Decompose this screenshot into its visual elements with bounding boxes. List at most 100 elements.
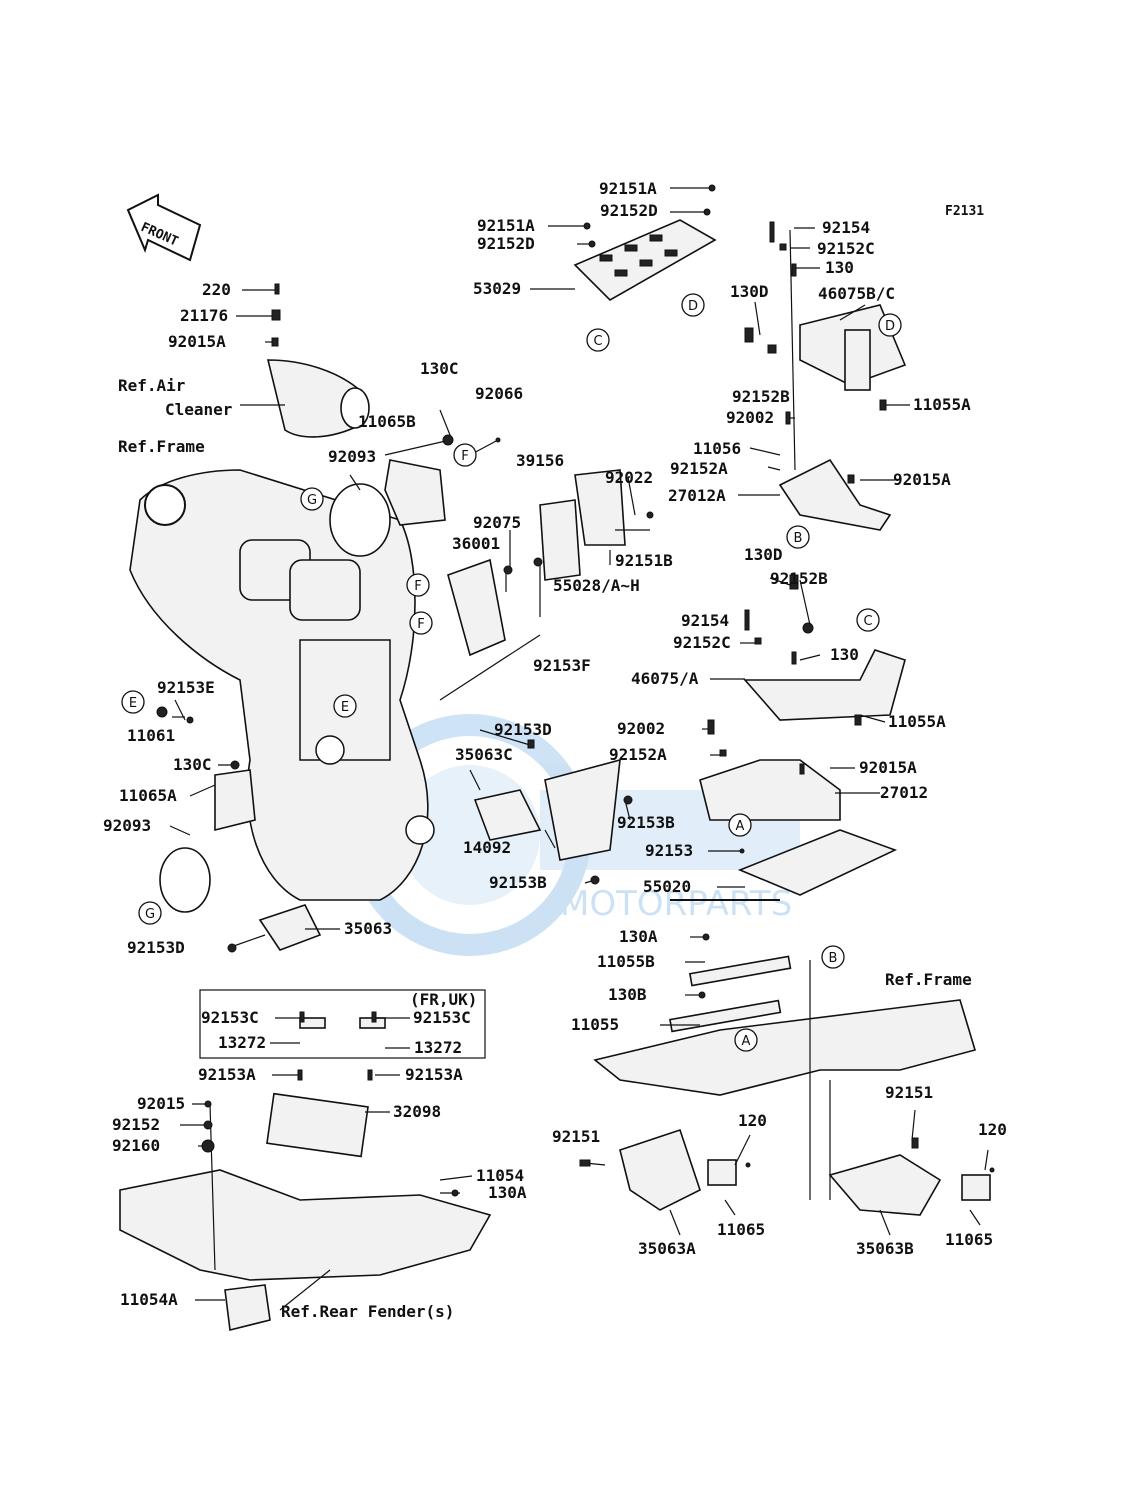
part-label: 92002 (617, 719, 665, 738)
part-label: 92152D (600, 201, 658, 220)
part-label: 120 (978, 1120, 1007, 1139)
fasteners (156, 184, 995, 1197)
part-label: 92152A (670, 459, 728, 478)
part-label: 92151A (477, 216, 535, 235)
part-label: 92075 (473, 513, 521, 532)
front-arrow-icon: FRONT (126, 193, 202, 262)
part-label: 92160 (112, 1136, 160, 1155)
part-label: 120 (738, 1111, 767, 1130)
part-label: 92093 (103, 816, 151, 835)
callout-a: A (734, 1028, 758, 1052)
callout-b: B (821, 945, 845, 969)
svg-text:C: C (593, 334, 602, 349)
part-label: 92151 (885, 1083, 933, 1102)
part-label: 92015A (168, 332, 226, 351)
svg-text:G: G (145, 907, 155, 922)
part-label: 92152 (112, 1115, 160, 1134)
svg-text:A: A (742, 1034, 751, 1049)
callout-a: A (728, 813, 752, 837)
part-label: 130B (608, 985, 647, 1004)
part-label: 92153 (645, 841, 693, 860)
part-label: 92152B (770, 569, 828, 588)
part-label: 92152B (732, 387, 790, 406)
svg-text:A: A (736, 819, 745, 834)
part-label: 130 (830, 645, 859, 664)
part-label: 39156 (516, 451, 564, 470)
part-label: 92153C (413, 1008, 471, 1027)
part-label: 11065 (945, 1230, 993, 1249)
svg-text:D: D (885, 319, 895, 334)
part-label: 92093 (328, 447, 376, 466)
callout-f: F (453, 443, 477, 467)
callout-e: E (121, 690, 145, 714)
part-label: 27012A (668, 486, 726, 505)
callout-g: G (300, 487, 324, 511)
ref-rear-fender: Ref.Rear Fender(s) (281, 1302, 454, 1321)
part-label: 11065B (358, 412, 416, 431)
part-label: 46075/A (631, 669, 699, 688)
part-label: 27012 (880, 783, 928, 802)
callout-f: F (409, 611, 433, 635)
part-label: 130A (619, 927, 658, 946)
part-label: 92151B (615, 551, 673, 570)
callouts: A A B B C C D D E E F F F G G (121, 293, 902, 1052)
part-label: 92153B (489, 873, 547, 892)
region-note: (FR,UK) (410, 990, 477, 1009)
part-label: 13272 (218, 1033, 266, 1052)
ref-air: Ref.Air (118, 376, 185, 395)
part-label: 130 (825, 258, 854, 277)
part-label: 92153D (494, 720, 552, 739)
region-note-box (199, 989, 486, 1059)
svg-text:B: B (829, 951, 838, 966)
part-label: 11065A (119, 786, 177, 805)
svg-text:C: C (863, 614, 872, 629)
callout-b: B (786, 525, 810, 549)
part-label: 92153C (201, 1008, 259, 1027)
part-labels: 92151A 92152D 92151A 92152D 53029 92154 … (103, 179, 1007, 1309)
part-label: 92152C (673, 633, 731, 652)
callout-d: D (878, 313, 902, 337)
part-label: 130C (420, 359, 459, 378)
part-label: 11055B (597, 952, 655, 971)
part-label: 92153A (405, 1065, 463, 1084)
part-label: 11054A (120, 1290, 178, 1309)
part-label: 11055A (913, 395, 971, 414)
part-label: 92151 (552, 1127, 600, 1146)
part-label: 220 (202, 280, 231, 299)
svg-text:F: F (461, 449, 468, 464)
part-label: 92015A (893, 470, 951, 489)
part-label: 130C (173, 755, 212, 774)
part-label: 55028/A~H (553, 576, 640, 595)
part-label: 11065 (717, 1220, 765, 1239)
callout-g: G (138, 901, 162, 925)
svg-text:G: G (307, 493, 317, 508)
part-label: 92015A (859, 758, 917, 777)
part-label: 130D (730, 282, 769, 301)
ref-frame: Ref.Frame (118, 437, 205, 456)
part-label: 32098 (393, 1102, 441, 1121)
part-label: 92153E (157, 678, 215, 697)
part-label: 92152D (477, 234, 535, 253)
part-label: 92153A (198, 1065, 256, 1084)
callout-c: C (586, 328, 610, 352)
part-label: 11056 (693, 439, 741, 458)
part-label: 92154 (822, 218, 870, 237)
watermark-text: MOTORPARTS (560, 884, 792, 924)
svg-text:F: F (414, 579, 421, 594)
part-label: 53029 (473, 279, 521, 298)
parts-artwork (119, 219, 991, 1331)
part-label: 11061 (127, 726, 175, 745)
part-label: 35063B (856, 1239, 914, 1258)
part-label: 92151A (599, 179, 657, 198)
part-label: 21176 (180, 306, 228, 325)
diagram-code: F2131 (945, 204, 984, 219)
callout-d: D (681, 293, 705, 317)
callout-f: F (406, 573, 430, 597)
part-label: 14092 (463, 838, 511, 857)
ref-frame-rear: Ref.Frame (885, 970, 972, 989)
part-label: 130A (488, 1183, 527, 1202)
part-label: 35063C (455, 745, 513, 764)
svg-text:D: D (688, 299, 698, 314)
part-label: 92152C (817, 239, 875, 258)
